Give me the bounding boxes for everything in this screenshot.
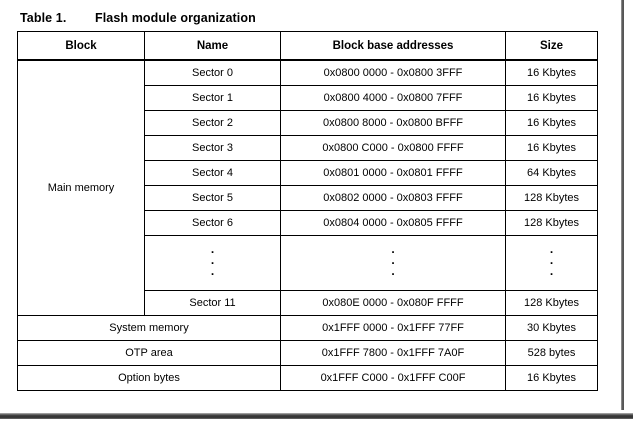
frame-bottom-edge [0, 413, 633, 419]
cell-size: 16 Kbytes [505, 135, 598, 161]
table-row: Main memory Sector 0 0x0800 0000 - 0x080… [17, 59, 598, 316]
cell-size: 16 Kbytes [505, 59, 598, 86]
cell-addresses: 0x0800 C000 - 0x0800 FFFF [280, 135, 506, 161]
table-row: System memory 0x1FFF 0000 - 0x1FFF 77FF … [17, 315, 598, 341]
cell-addresses: 0x0802 0000 - 0x0803 FFFF [280, 185, 506, 211]
cell-addresses: 0x1FFF 7800 - 0x1FFF 7A0F [280, 340, 506, 366]
cell-size: 528 bytes [505, 340, 598, 366]
cell-addresses: 0x080E 0000 - 0x080F FFFF [280, 290, 506, 316]
cell-sector-name: Sector 6 [144, 210, 281, 236]
cell-size: 128 Kbytes [505, 290, 598, 316]
table-row: Sector 2 0x0800 8000 - 0x0800 BFFF 16 Kb… [18, 110, 598, 136]
cell-sector-name: Sector 4 [144, 160, 281, 186]
cell-addresses: 0x1FFF 0000 - 0x1FFF 77FF [280, 315, 506, 341]
table-caption-title: Flash module organization [95, 11, 256, 25]
cell-block-main-memory: Main memory [17, 59, 145, 316]
cell-addresses: 0x0800 8000 - 0x0800 BFFF [280, 110, 506, 136]
cell-size: 16 Kbytes [505, 110, 598, 136]
table-row: Option bytes 0x1FFF C000 - 0x1FFF C00F 1… [17, 365, 598, 391]
flash-organization-table: Block Name Block base addresses Size Mai… [17, 31, 598, 391]
frame-right-edge [621, 0, 624, 410]
vertical-ellipsis: . . . [549, 241, 554, 278]
col-header-addresses: Block base addresses [280, 31, 506, 61]
cell-addresses: 0x0801 0000 - 0x0801 FFFF [280, 160, 506, 186]
vertical-ellipsis: . . . [210, 241, 215, 278]
cell-addresses: 0x0800 0000 - 0x0800 3FFF [280, 59, 506, 86]
table-row: Sector 11 0x080E 0000 - 0x080F FFFF 128 … [18, 290, 598, 316]
table-header-row: Block Name Block base addresses Size [17, 31, 598, 61]
col-header-block: Block [17, 31, 145, 61]
cell-sector-name: Sector 0 [144, 59, 281, 86]
cell-size: 64 Kbytes [505, 160, 598, 186]
table-caption: Table 1. Flash module organization [20, 11, 256, 25]
cell-addresses: 0x0800 4000 - 0x0800 7FFF [280, 85, 506, 111]
table-row: Sector 5 0x0802 0000 - 0x0803 FFFF 128 K… [18, 185, 598, 211]
cell-block-system-memory: System memory [17, 315, 281, 341]
table-row: Sector 6 0x0804 0000 - 0x0805 FFFF 128 K… [18, 210, 598, 236]
cell-size: 16 Kbytes [505, 365, 598, 391]
cell-sector-name: Sector 1 [144, 85, 281, 111]
cell-ellipsis: . . . [505, 235, 598, 291]
cell-size: 128 Kbytes [505, 185, 598, 211]
table-caption-number: Table 1. [20, 11, 67, 25]
table-row: Sector 1 0x0800 4000 - 0x0800 7FFF 16 Kb… [18, 85, 598, 111]
cell-size: 128 Kbytes [505, 210, 598, 236]
cell-size: 16 Kbytes [505, 85, 598, 111]
cell-addresses: 0x1FFF C000 - 0x1FFF C00F [280, 365, 506, 391]
cell-sector-name: Sector 11 [144, 290, 281, 316]
cell-ellipsis: . . . [280, 235, 506, 291]
table-row: Sector 4 0x0801 0000 - 0x0801 FFFF 64 Kb… [18, 160, 598, 186]
cell-sector-name: Sector 2 [144, 110, 281, 136]
cell-sector-name: Sector 5 [144, 185, 281, 211]
cell-block-option-bytes: Option bytes [17, 365, 281, 391]
cell-ellipsis: . . . [144, 235, 281, 291]
cell-size: 30 Kbytes [505, 315, 598, 341]
vertical-ellipsis: . . . [391, 241, 395, 278]
table-row: Sector 3 0x0800 C000 - 0x0800 FFFF 16 Kb… [18, 135, 598, 161]
cell-block-otp-area: OTP area [17, 340, 281, 366]
cell-sector-name: Sector 3 [144, 135, 281, 161]
col-header-name: Name [144, 31, 281, 61]
col-header-size: Size [505, 31, 598, 61]
table-row: OTP area 0x1FFF 7800 - 0x1FFF 7A0F 528 b… [17, 340, 598, 366]
cell-addresses: 0x0804 0000 - 0x0805 FFFF [280, 210, 506, 236]
